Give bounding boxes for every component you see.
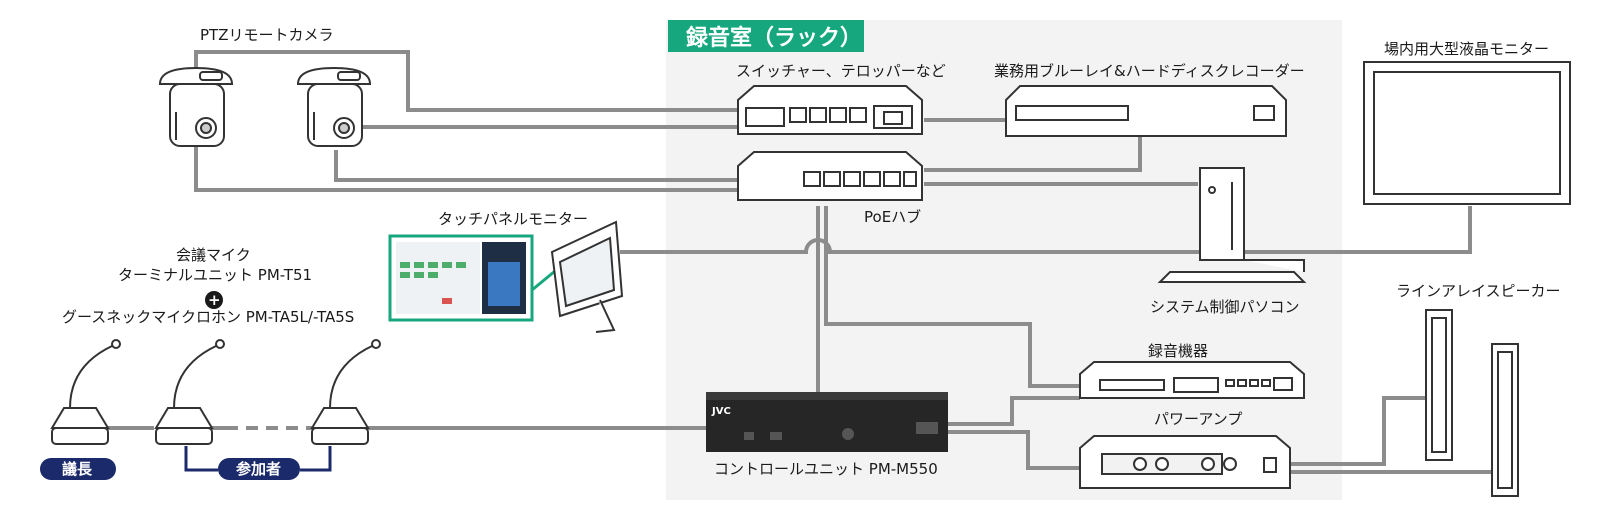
line-array-speaker-1 <box>1425 309 1453 461</box>
line-array-speaker-2 <box>1491 343 1519 497</box>
venue-monitor-device <box>1363 61 1571 205</box>
control-unit-device <box>706 392 948 452</box>
camera2-to-hub-line <box>334 150 738 182</box>
recorder-to-hub-line <box>924 136 1142 172</box>
touch-panel-screen-preview <box>388 234 567 322</box>
bd-recorder-device <box>1005 85 1287 137</box>
recording-device-label: 録音機器 <box>1148 342 1208 360</box>
mic-label-line3: グースネックマイクロホン PM-TA5L/-TA5S <box>62 308 354 326</box>
ptz-camera-1 <box>158 66 234 147</box>
power-amp-label: パワーアンプ <box>1154 410 1242 428</box>
unit-to-amp-line <box>948 430 1080 470</box>
touch-panel-label: タッチパネルモニター <box>438 210 588 228</box>
plus-circle <box>205 291 223 309</box>
camera1-to-hub-line <box>194 147 738 192</box>
power-amp-device <box>1079 435 1291 489</box>
participants-bracket <box>184 446 332 472</box>
mic-label-line2: ターミナルユニット PM-T51 <box>118 266 312 284</box>
chair-badge <box>40 458 116 480</box>
conference-mic-chair <box>50 339 121 445</box>
amp-to-speaker1-line <box>1290 396 1426 466</box>
ptz-camera-2 <box>296 66 372 147</box>
switcher-device <box>737 85 923 135</box>
system-pc-label: システム制御パソコン <box>1150 298 1300 316</box>
touch-panel-device <box>550 220 624 333</box>
line-array-label: ラインアレイスピーカー <box>1396 282 1561 300</box>
control-unit-label: コントロールユニット PM-M550 <box>714 460 938 478</box>
recording-device <box>1079 361 1305 399</box>
ptz-camera-label: PTZリモートカメラ <box>200 26 334 44</box>
room-title-badge <box>668 20 864 52</box>
participants-badge-text: 参加者 <box>236 460 281 478</box>
unit-to-recorder-line <box>948 396 1080 426</box>
control-unit-brand: JVC <box>711 406 731 417</box>
conference-mic-participant-1 <box>154 339 225 445</box>
poe-hub-device <box>737 151 923 201</box>
mic-label-line1: 会議マイク <box>176 246 251 264</box>
venue-monitor-label: 場内用大型液晶モニター <box>1384 40 1549 58</box>
plus-symbol: + <box>208 291 221 309</box>
switcher-label: スイッチャー、テロッパーなど <box>736 62 946 80</box>
chair-badge-text: 議長 <box>62 460 93 478</box>
room-title: 録音室（ラック） <box>686 25 862 51</box>
hub-to-recording-device-line <box>824 206 1080 388</box>
system-pc-device <box>1157 167 1307 283</box>
poe-hub-label: PoEハブ <box>864 208 921 226</box>
conference-mic-participant-2 <box>310 339 381 445</box>
bd-recorder-label: 業務用ブルーレイ&ハードディスクレコーダー <box>994 62 1305 80</box>
camera1-to-switcher-line <box>194 50 738 112</box>
participants-badge <box>218 458 300 480</box>
